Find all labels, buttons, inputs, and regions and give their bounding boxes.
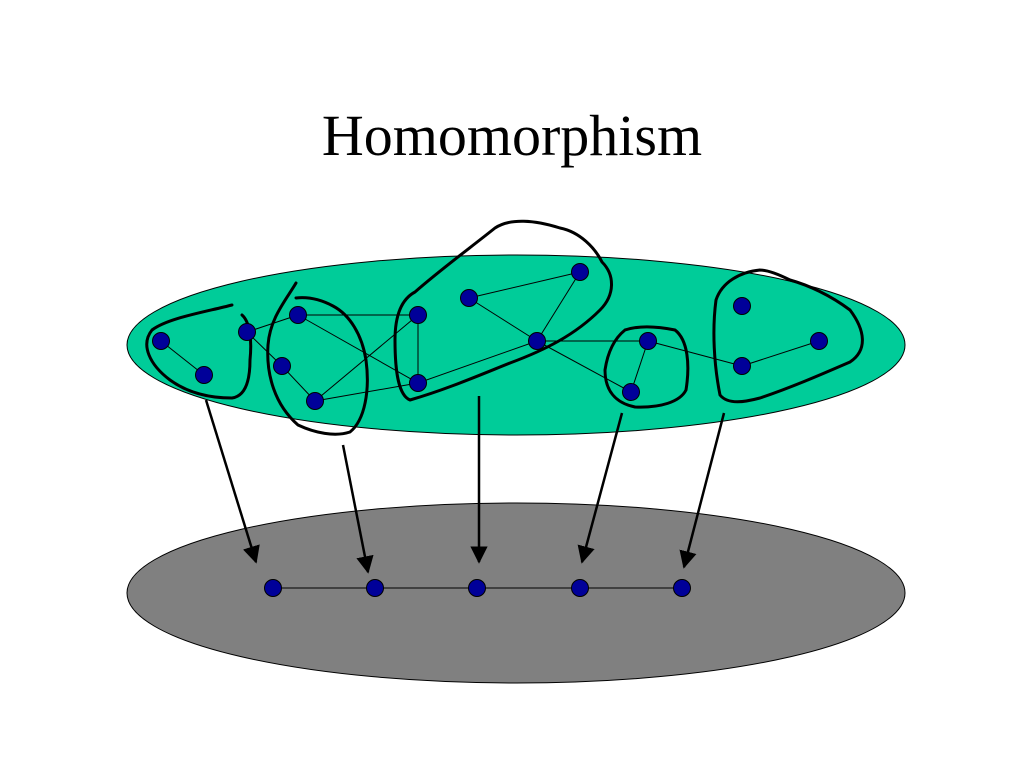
group-outline-4 xyxy=(603,325,690,409)
source-edge xyxy=(536,340,632,393)
source-graph-plane xyxy=(126,254,906,436)
source-node xyxy=(622,383,640,401)
mapping-arrow xyxy=(679,412,726,569)
source-node xyxy=(639,332,657,350)
source-node xyxy=(238,323,256,341)
mapping-arrow xyxy=(577,412,624,564)
source-node xyxy=(195,366,213,384)
target-node xyxy=(468,579,486,597)
group-outlines xyxy=(145,219,864,436)
group-outline-5 xyxy=(712,268,864,404)
source-node xyxy=(810,332,828,350)
target-node xyxy=(366,579,384,597)
source-node xyxy=(273,357,291,375)
source-edge xyxy=(536,271,581,342)
source-node xyxy=(409,374,427,392)
mapping-arrow xyxy=(204,399,260,564)
source-node xyxy=(460,289,478,307)
mapping-arrow xyxy=(341,444,374,574)
group-outline-1 xyxy=(145,303,253,400)
source-edge xyxy=(160,340,205,376)
source-node xyxy=(571,263,589,281)
source-edge xyxy=(647,340,743,367)
group-outline-3 xyxy=(393,219,613,402)
source-edge xyxy=(468,297,538,342)
slide-title: Homomorphism xyxy=(321,103,703,168)
target-graph-nodes xyxy=(264,579,691,597)
group-outline-2 xyxy=(266,281,369,436)
source-edge xyxy=(468,271,581,299)
target-node xyxy=(264,579,282,597)
source-edge xyxy=(741,340,820,367)
source-node xyxy=(733,357,751,375)
source-node xyxy=(289,306,307,324)
source-node xyxy=(528,332,546,350)
source-node xyxy=(409,306,427,324)
source-node xyxy=(733,297,751,315)
mapping-arrows xyxy=(204,396,726,574)
source-edge xyxy=(417,340,538,384)
source-node xyxy=(306,392,324,410)
source-graph-nodes xyxy=(152,263,828,410)
target-node xyxy=(571,579,589,597)
target-graph-plane xyxy=(126,502,906,684)
source-node xyxy=(152,332,170,350)
target-node xyxy=(673,579,691,597)
